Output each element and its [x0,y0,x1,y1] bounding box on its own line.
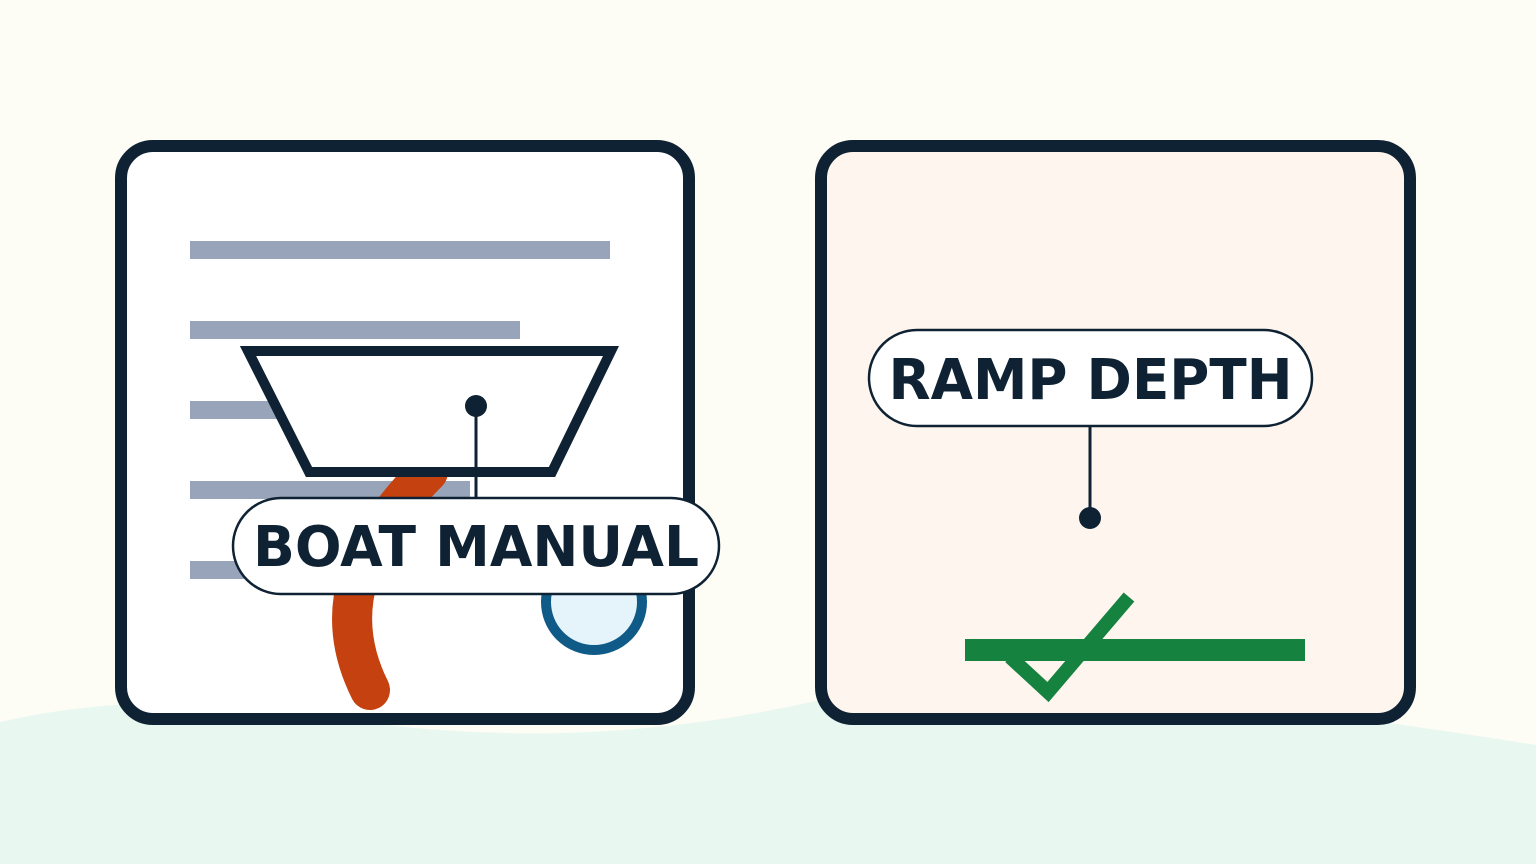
ramp-depth-label: RAMP DEPTH [867,328,1314,428]
check-stroke [1005,592,1135,703]
boat-callout-dot [465,395,487,417]
right-card-frame [815,140,1416,725]
checkmark-icon [965,592,1305,703]
depth-line [965,639,1305,661]
boat-manual-label: BOAT MANUAL [231,496,721,596]
ramp-depth-text: RAMP DEPTH [889,348,1293,413]
boat-manual-card: BOAT MANUAL [115,140,721,725]
boat-hull-icon [239,346,620,477]
ramp-depth-card: RAMP DEPTH [815,140,1416,725]
ground-wave [0,682,1536,864]
boat-manual-pill [231,496,721,596]
boat-manual-text: BOAT MANUAL [253,515,699,580]
ramp-callout-dot [1079,507,1101,529]
